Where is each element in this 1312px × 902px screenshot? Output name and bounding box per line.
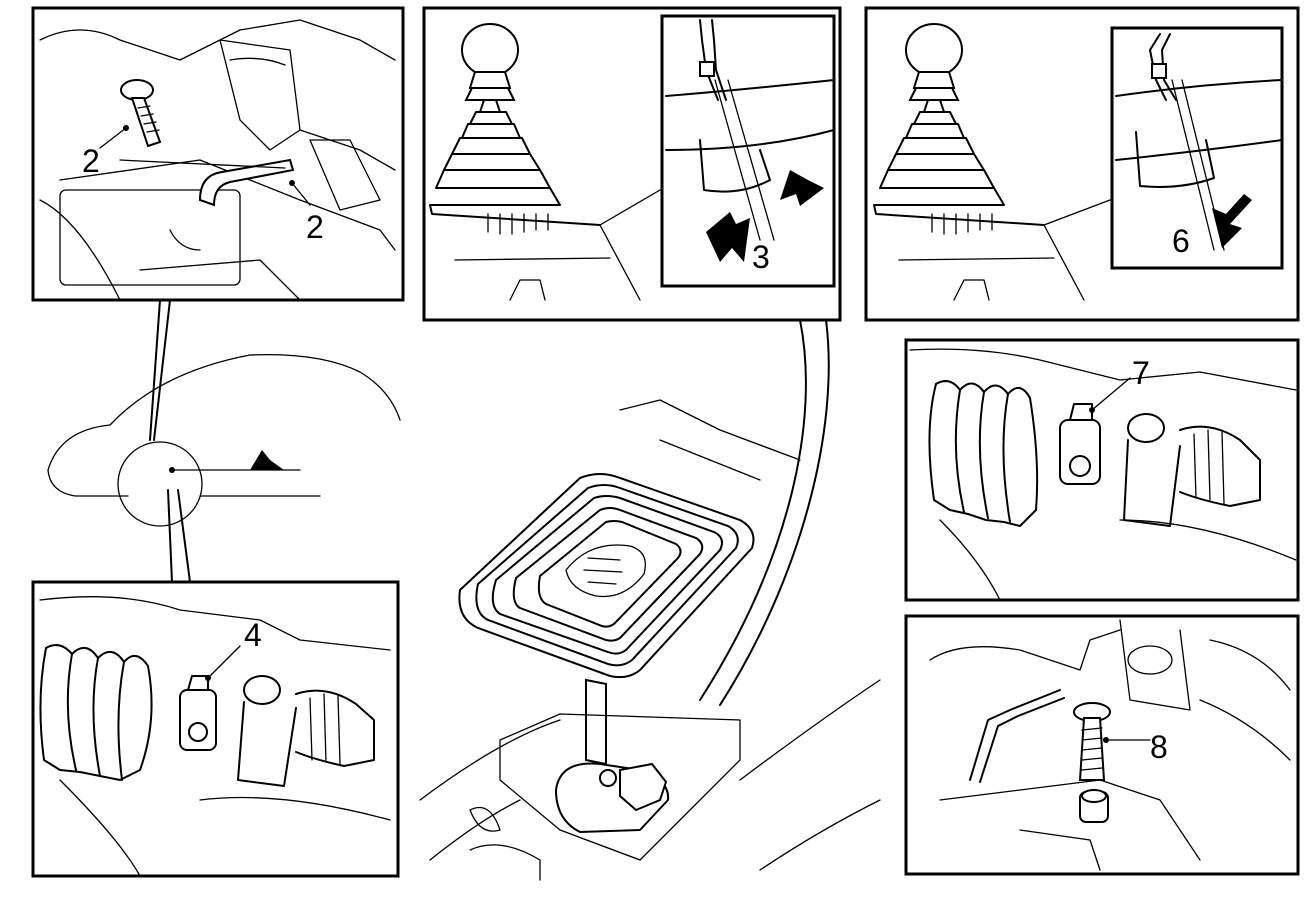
console-shift-boot [458,473,755,679]
callout-arrow-gear-lever: 6 [1172,223,1190,259]
callout-arrows-shift-boot: 3 [752,239,770,275]
leader-lines [149,299,830,706]
panel-top-middle: 3 [422,6,842,322]
panel-right-middle: 7 [904,338,1300,602]
panel-bottom-right: 8 [904,614,1300,876]
panel-bottom-left: 4 [31,580,400,878]
removed-screw [99,79,162,149]
gear-knob [461,23,519,101]
callout-pin-top: 2 [306,209,324,245]
cable-boot-right [928,380,1039,527]
retaining-pin [119,158,311,207]
shift-boot [429,99,601,235]
callout-screw-top: 2 [82,143,100,179]
cable-boot-left [39,644,153,781]
gear-knob-2 [905,23,963,101]
shift-boot-2 [873,99,1045,235]
center-console-view [419,399,881,881]
car-silhouette [47,353,401,527]
callout-screw-bottom-right: 8 [1150,729,1168,765]
panel-top-right: 6 [864,6,1300,322]
panel-top-left: 2 2 [31,6,405,302]
callout-cable-clip-lower-left: 4 [244,617,262,653]
callout-cable-clip-right: 7 [1132,355,1150,391]
removed-screw-2 [1073,702,1111,823]
